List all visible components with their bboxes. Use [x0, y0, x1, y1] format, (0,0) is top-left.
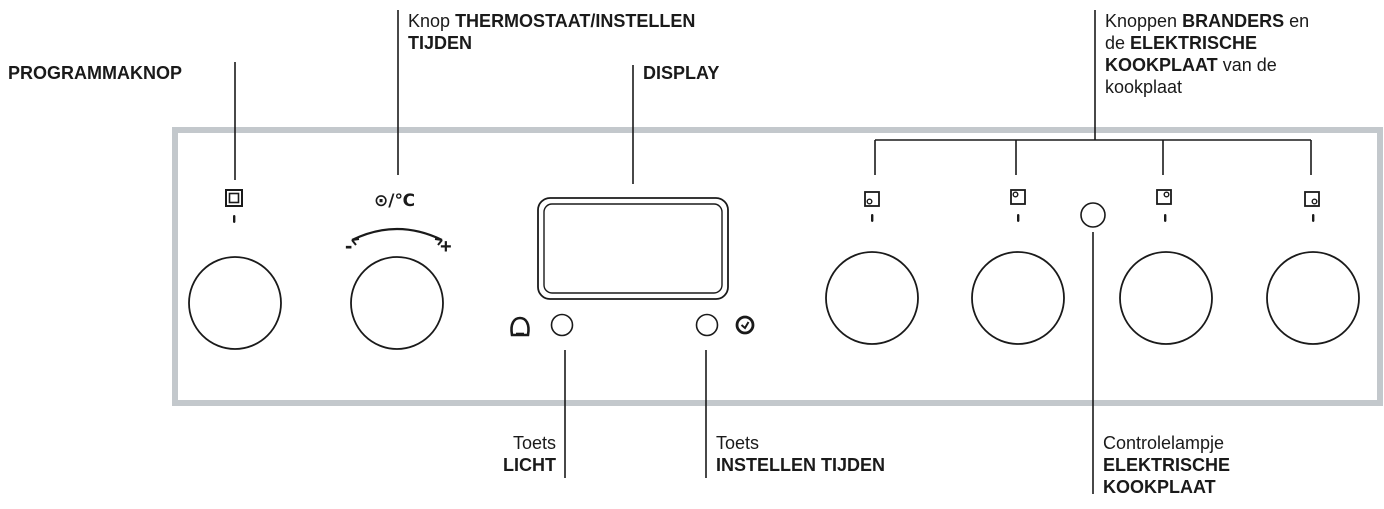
light-button[interactable]	[550, 313, 574, 337]
bulb-icon	[510, 316, 530, 337]
square-icon	[225, 189, 243, 223]
burner-knob-4[interactable]	[1266, 251, 1360, 345]
thermostat-minus: -	[345, 233, 352, 258]
display-label: DISPLAY	[643, 63, 720, 83]
pilot-lamp-label: Controlelampje ELEKTRISCHE KOOKPLAAT	[1103, 433, 1231, 497]
program-knob-label: PROGRAMMAKNOP	[8, 63, 182, 83]
display	[537, 197, 729, 300]
burner-knob-1[interactable]	[825, 251, 919, 345]
control-panel	[172, 127, 1383, 406]
thermostat-timer-knob[interactable]	[350, 256, 444, 350]
burner-symbol-1	[864, 191, 880, 222]
thermostat-plus: +	[440, 236, 452, 258]
timer-button-label: Toets INSTELLEN TIJDEN	[716, 433, 886, 475]
light-button-label: Toets LICHT	[503, 433, 556, 475]
timer-button[interactable]	[695, 313, 719, 337]
burner-symbol-4	[1304, 191, 1320, 222]
thermostat-arc	[351, 227, 443, 246]
thermostat-timer-symbol: ⊙/℃	[374, 191, 415, 211]
clock-icon	[735, 315, 755, 335]
hotplate-pilot-lamp	[1080, 202, 1106, 228]
burner-knob-2[interactable]	[971, 251, 1065, 345]
burner-symbol-3	[1156, 189, 1172, 222]
burner-knob-3[interactable]	[1119, 251, 1213, 345]
burner-symbol-2	[1010, 189, 1026, 222]
thermostat-knob-label: Knop THERMOSTAAT/INSTELLEN TIJDEN	[408, 11, 696, 53]
leader-lines	[234, 10, 1312, 494]
program-knob[interactable]	[188, 256, 282, 350]
burners-label: Knoppen BRANDERS en de ELEKTRISCHE KOOKP…	[1105, 11, 1310, 97]
